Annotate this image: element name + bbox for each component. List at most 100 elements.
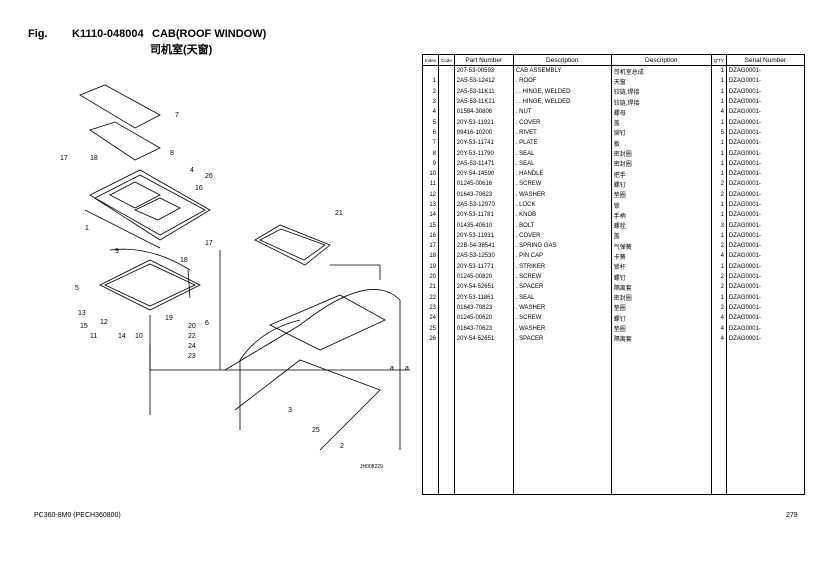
table-cell: 2 <box>710 179 727 190</box>
table-cell: 4 <box>710 107 727 118</box>
table-cell: 20Y-54-52651 <box>453 282 514 293</box>
column-header: Description <box>610 54 712 66</box>
table-cell: 26 <box>421 333 440 345</box>
table-cell: 2A5-53-11K11 <box>453 86 514 97</box>
table-cell: . PLATE <box>512 138 612 149</box>
table-cell: DZAG0001- <box>725 158 805 169</box>
table-cell: . PIN CAP <box>512 251 612 262</box>
callout-label: 14 <box>118 333 126 340</box>
table-cell: 螺钉 <box>610 313 712 324</box>
table-cell: . SCREW <box>512 179 612 190</box>
table-cell: DZAG0001- <box>725 313 805 324</box>
table-cell <box>438 323 455 334</box>
table-cell: 4 <box>421 107 440 118</box>
table-cell: 19 <box>421 261 440 272</box>
table-cell: . . HINGE, WELDED <box>512 96 612 108</box>
table-cell: 螺栓 <box>610 220 712 231</box>
column-header: Part Number <box>453 54 514 66</box>
table-cell: 18 <box>421 251 440 262</box>
column-header: Serial Number <box>725 54 805 66</box>
callout-label: a <box>390 365 394 372</box>
table-cell <box>438 220 455 231</box>
table-cell: 2 <box>421 86 440 97</box>
table-cell: 盖 <box>610 117 712 128</box>
table-cell: . . HINGE, WELDED <box>512 86 612 97</box>
table-cell <box>438 251 455 262</box>
table-cell: . WASHER <box>512 302 612 314</box>
table-cell: 16 <box>421 230 440 242</box>
callout-label: 11 <box>90 333 97 340</box>
table-cell: 1 <box>710 210 727 221</box>
table-cell: DZAG0001- <box>725 189 805 200</box>
table-cell: DZAG0001- <box>725 333 805 345</box>
table-cell <box>438 138 455 149</box>
table-cell: . NUT <box>512 107 612 118</box>
model-footer: PC360-8M0 (PECH360800) <box>34 512 121 519</box>
table-cell: 24 <box>421 313 440 324</box>
table-cell <box>438 189 455 200</box>
table-cell: 2 <box>710 282 727 293</box>
callout-label: 18 <box>180 257 188 264</box>
table-cell: . WASHER <box>512 189 612 200</box>
table-cell: CAB ASSEMBLY <box>512 65 612 77</box>
table-cell: DZAG0001- <box>725 261 805 272</box>
table-cell <box>438 107 455 118</box>
callout-label: 22 <box>188 333 196 340</box>
table-cell: 01435-40610 <box>453 220 514 231</box>
callout-label: 17 <box>60 155 68 162</box>
table-cell: . RIVET <box>512 127 612 139</box>
table-cell: 09416-10200 <box>453 127 514 139</box>
table-cell <box>438 179 455 190</box>
table-cell: 01643-70623 <box>453 323 514 334</box>
table-cell: 20Y-53-11771 <box>453 261 514 272</box>
callout-label: a <box>405 365 409 372</box>
table-cell: . SCREW <box>512 313 612 324</box>
table-cell: 2 <box>710 271 727 283</box>
table-cell <box>438 127 455 139</box>
table-cell: 12 <box>421 189 440 200</box>
table-cell: DZAG0001- <box>725 86 805 97</box>
table-cell <box>438 96 455 108</box>
table-cell: 10 <box>421 168 440 180</box>
table-cell: 20Y-54-52651 <box>453 333 514 345</box>
table-cell <box>438 168 455 180</box>
table-cell: 20Y-53-11931 <box>453 230 514 242</box>
table-cell: 隔离套 <box>610 282 712 293</box>
table-cell: DZAG0001- <box>725 230 805 242</box>
table-cell <box>438 261 455 272</box>
table-cell: 01245-00820 <box>453 271 514 283</box>
table-cell: DZAG0001- <box>725 107 805 118</box>
table-cell: 4 <box>710 313 727 324</box>
table-cell: 11 <box>421 179 440 190</box>
table-cell: 1 <box>710 148 727 159</box>
table-cell: 1 <box>710 199 727 211</box>
table-cell: 气弹簧 <box>610 241 712 252</box>
roof-glass-part <box>79 84 211 311</box>
table-cell: 4 <box>710 251 727 262</box>
table-cell <box>438 333 455 345</box>
callout-label: 7 <box>175 112 179 119</box>
table-cell: 1 <box>710 230 727 242</box>
table-cell <box>438 271 455 283</box>
table-cell: 5 <box>421 117 440 128</box>
table-cell: 01643-70623 <box>453 189 514 200</box>
table-cell <box>438 158 455 169</box>
callout-label: 21 <box>335 210 343 217</box>
table-cell: DZAG0001- <box>725 76 805 87</box>
table-cell <box>438 65 455 77</box>
table-cell: 8 <box>421 148 440 159</box>
callout-label: 1 <box>85 225 89 232</box>
table-cell: DZAG0001- <box>725 241 805 252</box>
table-cell: . STRIKER <box>512 261 612 272</box>
table-cell: 2A5-53-12970 <box>453 199 514 211</box>
table-cell: 20Y-54-14590 <box>453 168 514 180</box>
